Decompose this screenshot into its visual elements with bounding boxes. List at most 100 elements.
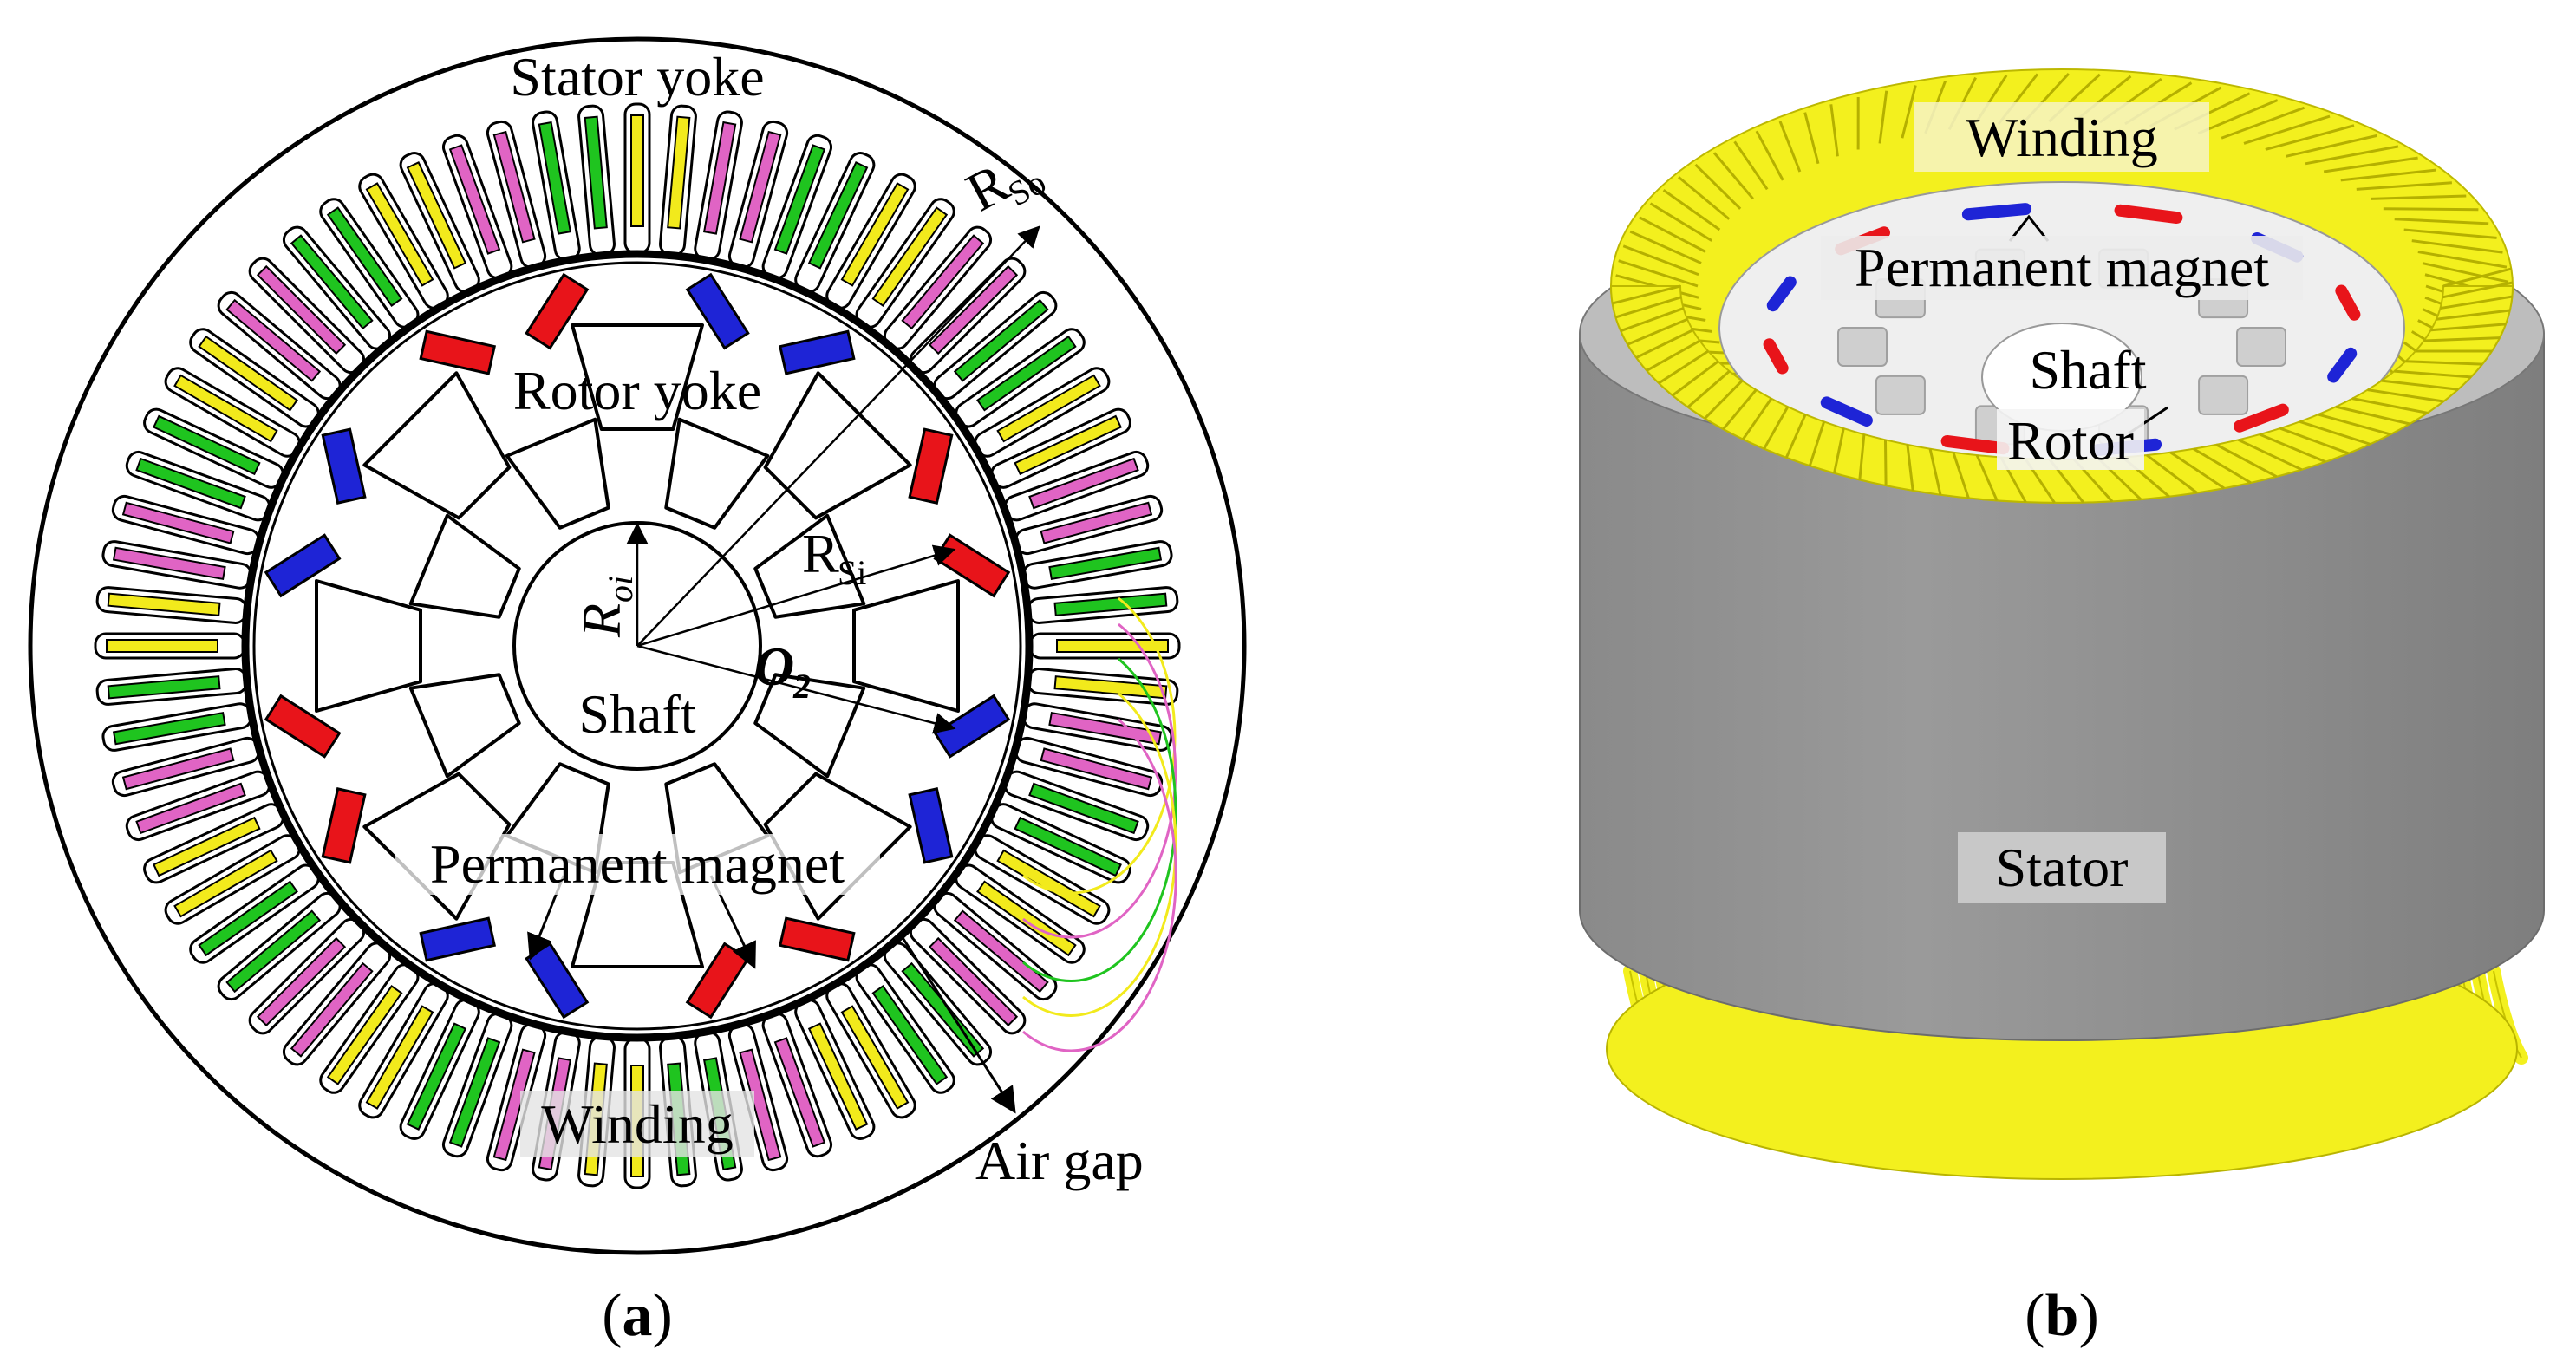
conductor <box>953 909 1049 994</box>
rotor-label-3d-bg <box>1997 409 2144 470</box>
conductor <box>1040 501 1153 544</box>
conductor <box>365 182 434 287</box>
coil-turn-front <box>2442 281 2514 299</box>
coil-turn-front <box>1672 360 1719 397</box>
conductor <box>996 374 1101 443</box>
pitch-arc <box>1022 622 1177 939</box>
coil-turn-front <box>1833 427 1845 474</box>
coil-turn <box>2221 106 2305 140</box>
conductor <box>871 206 949 307</box>
coil-turn <box>1878 90 1888 144</box>
stator-slot <box>1027 586 1179 624</box>
permanent-magnet-label-3d-bg <box>1821 236 2303 300</box>
cavity-outline <box>763 371 912 520</box>
magnet-bar <box>908 427 954 505</box>
coil-turn <box>2265 124 2355 151</box>
rotor-cavity-3d <box>1875 375 1926 415</box>
rotor-cavity <box>664 417 770 530</box>
conductor <box>406 161 467 270</box>
coil-turn-front <box>2299 420 2371 446</box>
coil-turn <box>1803 112 1820 165</box>
stator-slot <box>933 891 1058 1001</box>
coil-turn <box>1694 163 1742 210</box>
coil-turn-front <box>2381 379 2459 391</box>
coil-turn-front <box>1952 452 1970 499</box>
conductor <box>739 130 782 244</box>
conductor <box>121 501 235 544</box>
coil-turn <box>1662 189 1721 231</box>
coil-turn <box>2417 251 2508 269</box>
conductor <box>112 546 226 581</box>
coil-turn <box>2340 168 2436 182</box>
pitch-arc <box>1022 657 1177 982</box>
conductor <box>198 335 298 412</box>
conductor <box>976 880 1077 957</box>
coil-turn-front <box>2193 447 2252 485</box>
stator-slot <box>825 173 916 310</box>
coil-turn-front <box>1858 433 1866 480</box>
magnet-pole <box>419 272 590 375</box>
magnet-3d <box>2335 284 2361 321</box>
coil-turn <box>2197 99 2279 135</box>
conductor <box>1014 816 1122 877</box>
conductor <box>135 457 246 510</box>
caption-b: (b) <box>2025 1282 2099 1349</box>
coil-turn <box>1755 130 1784 181</box>
stator-slot <box>399 152 480 293</box>
coil-turn <box>1901 85 1917 139</box>
coil-turn <box>1618 259 1699 288</box>
winding-label: Winding <box>541 1093 733 1155</box>
conductor <box>1053 675 1168 700</box>
magnet-pole <box>685 272 856 375</box>
coil-turn-front <box>2146 453 2198 494</box>
stator-slot <box>125 450 271 522</box>
coil-turn-front <box>1928 448 1942 496</box>
coil-turn <box>1649 202 1713 242</box>
coil-turn-front <box>1635 329 1694 359</box>
conductor <box>739 1048 782 1162</box>
caption-a: (a) <box>602 1282 673 1349</box>
magnet-3d <box>2327 347 2358 383</box>
conductor <box>198 880 298 957</box>
coil-turn-front <box>1883 440 1888 486</box>
r-si-label: R Si <box>802 523 866 592</box>
stator-slot <box>623 102 651 255</box>
magnet-3d <box>1940 434 2010 455</box>
conductor <box>492 1048 536 1162</box>
stator-slot <box>955 328 1086 428</box>
air-gap-arrow <box>900 935 1016 1114</box>
svg-text:O: O <box>754 635 794 697</box>
conductor <box>953 298 1049 382</box>
coil-turn-front <box>1627 317 1688 346</box>
pitch-arc <box>1022 596 1177 895</box>
cavity-outline <box>852 579 960 713</box>
coil-turn-front <box>2405 360 2483 366</box>
coil-turn <box>2403 228 2497 239</box>
coil-turn <box>2356 181 2452 191</box>
stator-slot <box>111 494 260 556</box>
coil-turn-front <box>1722 388 1758 431</box>
conductor <box>807 1022 869 1131</box>
winding-label-3d: Winding <box>1966 107 2157 168</box>
coil-turn-front <box>2442 267 2512 288</box>
rotor-cavity <box>315 579 422 713</box>
winding-pitch-arcs <box>1022 596 1177 1052</box>
coil-turn-front <box>2169 451 2226 490</box>
stator-slot <box>1027 668 1179 706</box>
cavity-outline <box>571 323 704 431</box>
coil-turn-front <box>1808 420 1826 466</box>
conductor <box>1053 592 1168 616</box>
conductor <box>773 144 826 255</box>
coil-turn-front <box>1742 397 1773 440</box>
conductor <box>290 961 374 1058</box>
coil-turn-front <box>1784 414 1807 459</box>
magnet-3d <box>1763 338 1789 375</box>
end-winding-top-front <box>1609 267 2514 504</box>
conductor <box>365 1005 434 1110</box>
magnet-pole <box>264 427 367 598</box>
magnet-bar <box>264 533 342 598</box>
coil-turn-front <box>2259 433 2326 464</box>
rotor-label-3d: Rotor <box>2007 410 2134 472</box>
stator-label-3d: Stator <box>1996 837 2129 898</box>
rotor-cavity <box>408 673 521 779</box>
